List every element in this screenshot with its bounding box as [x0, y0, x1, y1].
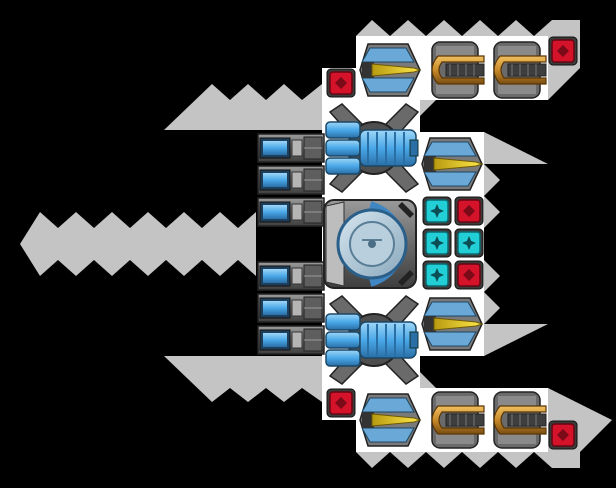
hull-right-teeth-upper: [484, 132, 548, 228]
thruster-4[interactable]: [257, 261, 325, 291]
thruster-bank[interactable]: [257, 133, 325, 355]
railgun-top-1[interactable]: [431, 41, 485, 99]
heavy-cannon-bottom[interactable]: [325, 295, 420, 385]
hull-notch-lower: [420, 372, 436, 388]
laser-turret-lower-1[interactable]: [421, 297, 484, 351]
railgun-bottom-1[interactable]: [431, 391, 485, 449]
shield-2[interactable]: [422, 228, 452, 258]
hull-blade-upper-left: [164, 84, 322, 130]
thruster-2[interactable]: [257, 165, 325, 195]
armor-4[interactable]: [548, 36, 578, 66]
hull: [20, 20, 612, 468]
hull-bottom-edge: [356, 452, 580, 468]
armor-3[interactable]: [326, 68, 356, 98]
thruster-5[interactable]: [257, 293, 325, 323]
thruster-6[interactable]: [257, 325, 325, 355]
shield-3[interactable]: [454, 228, 484, 258]
armor-1[interactable]: [454, 196, 484, 226]
hull-nose: [20, 212, 256, 276]
railgun-top-2[interactable]: [493, 41, 547, 99]
railgun-bottom-2[interactable]: [493, 391, 547, 449]
laser-turret-lower-2[interactable]: [359, 393, 422, 447]
heavy-cannon-top[interactable]: [325, 103, 420, 193]
armor-2[interactable]: [454, 260, 484, 290]
hull-blade-lower-left: [164, 356, 322, 402]
shield-1[interactable]: [422, 196, 452, 226]
hull-top-edge: [356, 20, 580, 36]
laser-turret-upper-2[interactable]: [421, 137, 484, 191]
armor-5[interactable]: [326, 388, 356, 418]
laser-turret-upper-1[interactable]: [359, 43, 422, 97]
hull-notch-upper: [420, 100, 436, 116]
thruster-3[interactable]: [257, 197, 325, 227]
reactor-core[interactable]: [323, 199, 417, 289]
shield-4[interactable]: [422, 260, 452, 290]
armor-6[interactable]: [548, 420, 578, 450]
thruster-1[interactable]: [257, 133, 325, 163]
hull-right-teeth-lower: [484, 260, 548, 356]
